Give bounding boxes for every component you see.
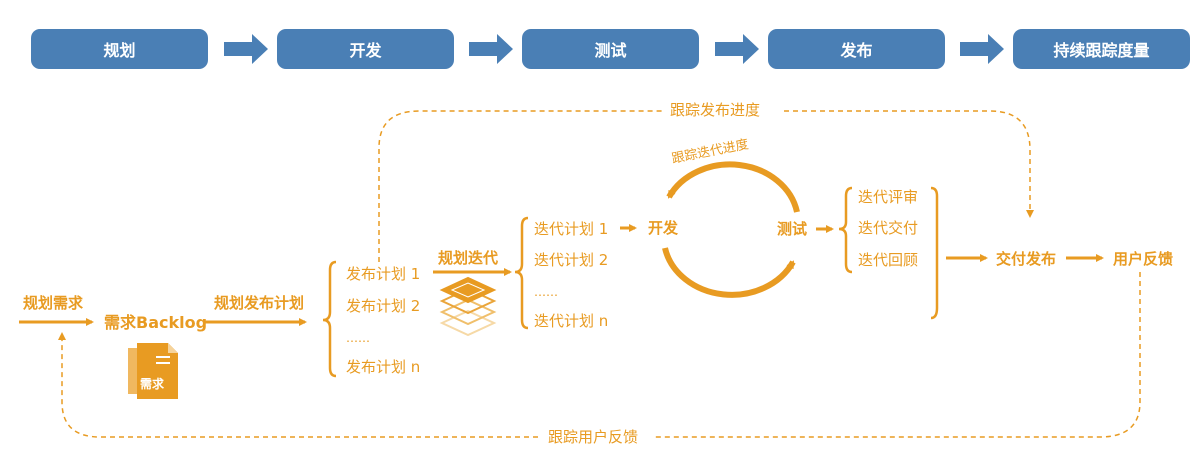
- phase-release: 发布: [768, 29, 945, 69]
- plan-iteration-label: 规划迭代: [438, 249, 499, 267]
- track-release-label: 跟踪发布进度: [667, 101, 764, 119]
- iteration-plan-n: 迭代计划 n: [534, 312, 609, 330]
- release-plan-1: 发布计划 1: [346, 265, 421, 283]
- test-label: 测试: [777, 220, 808, 238]
- iteration-layers-icon: [439, 276, 497, 337]
- release-plan-ellipsis: ……: [346, 331, 370, 345]
- results-closing-bracket: [930, 186, 939, 320]
- track-feedback-dashed-loop: [62, 272, 1141, 438]
- iteration-plan-1: 迭代计划 1: [534, 220, 609, 238]
- phase-arrows: [224, 34, 1004, 64]
- plan-requirements-label: 规划需求: [23, 294, 84, 312]
- document-label: 需求: [140, 377, 165, 391]
- iteration-plan-ellipsis: ……: [534, 285, 558, 299]
- requirements-document-icon: [128, 343, 178, 399]
- develop-label: 开发: [648, 219, 679, 237]
- phase-arrow-3: [715, 34, 759, 64]
- track-feedback-label: 跟踪用户反馈: [544, 428, 643, 446]
- cycle-arc-top: [666, 161, 800, 213]
- phase-develop: 开发: [277, 29, 454, 69]
- phase-arrow-2: [469, 34, 513, 64]
- iteration-retrospective: 迭代回顾: [858, 251, 919, 269]
- user-feedback-label: 用户反馈: [1113, 250, 1174, 268]
- phase-test: 测试: [522, 29, 699, 69]
- plan-release-label: 规划发布计划: [214, 294, 305, 312]
- cycle-arc-bottom: [662, 247, 796, 298]
- backlog-label: 需求Backlog: [104, 313, 208, 332]
- track-release-dashed-loop: [378, 110, 1030, 262]
- deliver-release-label: 交付发布: [996, 250, 1057, 268]
- phase-continuous-tracking: 持续跟踪度量: [1013, 29, 1190, 69]
- phase-plan: 规划: [31, 29, 208, 69]
- phase-arrow-1: [224, 34, 268, 64]
- iteration-review: 迭代评审: [858, 188, 919, 206]
- release-plan-n: 发布计划 n: [346, 358, 421, 376]
- iteration-results-brace: [838, 186, 853, 274]
- phase-arrow-4: [960, 34, 1004, 64]
- iteration-delivery: 迭代交付: [858, 219, 919, 237]
- release-plans-brace: [322, 260, 337, 378]
- release-plan-2: 发布计划 2: [346, 297, 421, 315]
- iteration-plans-brace: [514, 216, 529, 330]
- iteration-plan-2: 迭代计划 2: [534, 251, 609, 269]
